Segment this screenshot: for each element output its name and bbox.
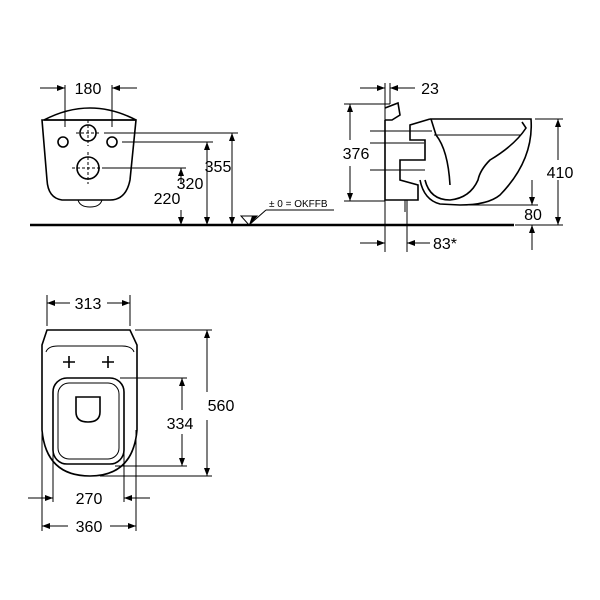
fixing-cross-icons [63, 356, 114, 368]
dim-313: 313 [75, 296, 102, 313]
dim-320: 320 [177, 176, 204, 193]
dim-180: 180 [75, 81, 102, 98]
front-foot [77, 199, 103, 208]
dim-80: 80 [524, 207, 542, 224]
dim-334: 334 [167, 416, 194, 433]
dim-220: 220 [154, 191, 181, 208]
top-view: 313 560 334 270 360 [28, 295, 234, 536]
front-body-outline [41, 119, 137, 201]
front-view: 180 355 320 220 ± 0 = OKFFB [40, 81, 334, 226]
dim-410: 410 [547, 165, 574, 182]
dim-270: 270 [76, 491, 103, 508]
bowl-outer [419, 118, 533, 206]
dim-83: 83* [433, 236, 457, 253]
bowl-inner-front [430, 118, 451, 186]
lid-handle [75, 396, 101, 423]
seat-outline [52, 377, 125, 465]
side-view: 23 376 410 80 83* [343, 81, 574, 253]
dim-360: 360 [76, 519, 103, 536]
bowl-inner-trap [424, 121, 527, 201]
dim-376: 376 [343, 146, 370, 163]
front-lid-dome [43, 107, 137, 121]
fixing-hole-right [106, 136, 118, 148]
okffb-label: ± 0 = OKFFB [269, 199, 328, 210]
dim-23: 23 [421, 81, 439, 98]
dim-560: 560 [208, 398, 235, 415]
fixing-hole-left [57, 136, 69, 148]
dim-355: 355 [205, 159, 232, 176]
